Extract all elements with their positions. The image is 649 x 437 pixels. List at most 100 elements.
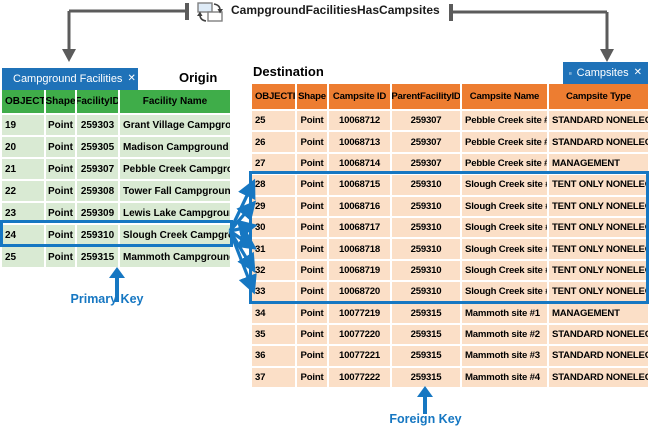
origin-connector-arrow: [62, 3, 189, 62]
table-cell: 259307: [392, 151, 462, 174]
table-cell: Mammoth site #4: [462, 365, 549, 388]
table-cell: 259309: [77, 201, 120, 223]
table-cell: Pebble Creek site #27: [462, 151, 549, 174]
column-header[interactable]: ParentFacilityID: [392, 84, 462, 109]
table-cell: 259315: [392, 301, 462, 323]
table-cell: Slough Creek site #6: [462, 280, 549, 302]
table-cell: Mammoth site #2: [462, 322, 549, 345]
table-cell: 259303: [77, 113, 120, 135]
relationship-title: CampgroundFacilitiesHasCampsites: [231, 3, 440, 17]
table-cell: 26: [252, 130, 297, 152]
relationship-class-icon: [197, 2, 223, 22]
relationship-links-arrows: [228, 178, 258, 295]
column-header[interactable]: Campsite Type: [549, 84, 648, 109]
table-cell: 259310: [392, 215, 462, 238]
table-cell: 259310: [392, 258, 462, 281]
table-cell: TENT ONLY NONELECTRIC: [549, 194, 648, 216]
table-cell: Pebble Creek Campground: [120, 157, 230, 179]
table-cell: Pebble Creek site #26: [462, 130, 549, 152]
column-header[interactable]: Shape: [46, 90, 77, 113]
table-cell: 259310: [392, 173, 462, 195]
table-cell: 10068717: [329, 215, 392, 238]
table-cell: STANDARD NONELECTRIC: [549, 365, 648, 388]
table-cell: 259315: [392, 344, 462, 366]
tab-label: Campsites: [576, 67, 629, 79]
table-cell: TENT ONLY NONELECTRIC: [549, 173, 648, 195]
table-cell: Point: [297, 322, 329, 345]
table-cell: 259310: [77, 223, 120, 245]
table-cell: 32: [252, 258, 297, 281]
column-header[interactable]: OBJECTID: [252, 84, 297, 109]
table-cell: 23: [2, 201, 46, 223]
table-cell: 36: [252, 344, 297, 366]
table-cell: 28: [252, 173, 297, 195]
tab-campsites[interactable]: Campsites ✕: [563, 62, 648, 84]
primary-key-label: Primary Key: [70, 292, 144, 306]
table-cell: Point: [297, 301, 329, 323]
table-cell: Mammoth Campground: [120, 245, 230, 267]
table-cell: Point: [46, 135, 77, 157]
table-cell: TENT ONLY NONELECTRIC: [549, 280, 648, 302]
table-cell: Point: [297, 280, 329, 302]
tab-campground-facilities[interactable]: Campground Facilities ✕: [2, 68, 138, 90]
column-header[interactable]: Campsite ID: [329, 84, 392, 109]
table-cell: Slough Creek site #4: [462, 237, 549, 259]
table-cell: 35: [252, 322, 297, 345]
table-cell: Point: [297, 109, 329, 131]
table-cell: 19: [2, 113, 46, 135]
table-cell: STANDARD NONELECTRIC: [549, 322, 648, 345]
table-cell: Point: [46, 157, 77, 179]
column-header[interactable]: Shape: [297, 84, 329, 109]
table-cell: Point: [46, 201, 77, 223]
destination-connector-arrow: [449, 4, 614, 62]
table-cell: STANDARD NONELECTRIC: [549, 344, 648, 366]
table-cell: 10068715: [329, 173, 392, 195]
table-cell: Point: [46, 113, 77, 135]
table-cell: 259310: [392, 194, 462, 216]
close-icon[interactable]: ✕: [633, 67, 642, 78]
table-cell: 10068714: [329, 151, 392, 174]
column-header[interactable]: OBJECTID: [2, 90, 46, 113]
table-cell: Pebble Creek site #25: [462, 109, 549, 131]
foreign-key-label: Foreign Key: [389, 412, 462, 426]
close-icon[interactable]: ✕: [127, 73, 136, 84]
table-cell: 25: [2, 245, 46, 267]
table-cell: 30: [252, 215, 297, 238]
table-cell: 27: [252, 151, 297, 174]
table-cell: Point: [297, 151, 329, 174]
column-header[interactable]: Campsite Name: [462, 84, 549, 109]
table-cell: 259315: [77, 245, 120, 267]
table-cell: 25: [252, 109, 297, 131]
table-cell: 259307: [77, 157, 120, 179]
table-cell: Slough Creek site #3: [462, 215, 549, 238]
column-header[interactable]: FacilityID: [77, 90, 120, 113]
table-cell: 10068718: [329, 237, 392, 259]
table-cell: TENT ONLY NONELECTRIC: [549, 215, 648, 238]
table-icon: [569, 71, 572, 75]
primary-key-arrow: [109, 267, 125, 302]
table-cell: 31: [252, 237, 297, 259]
table-cell: Point: [297, 237, 329, 259]
column-header[interactable]: Facility Name: [120, 90, 230, 113]
